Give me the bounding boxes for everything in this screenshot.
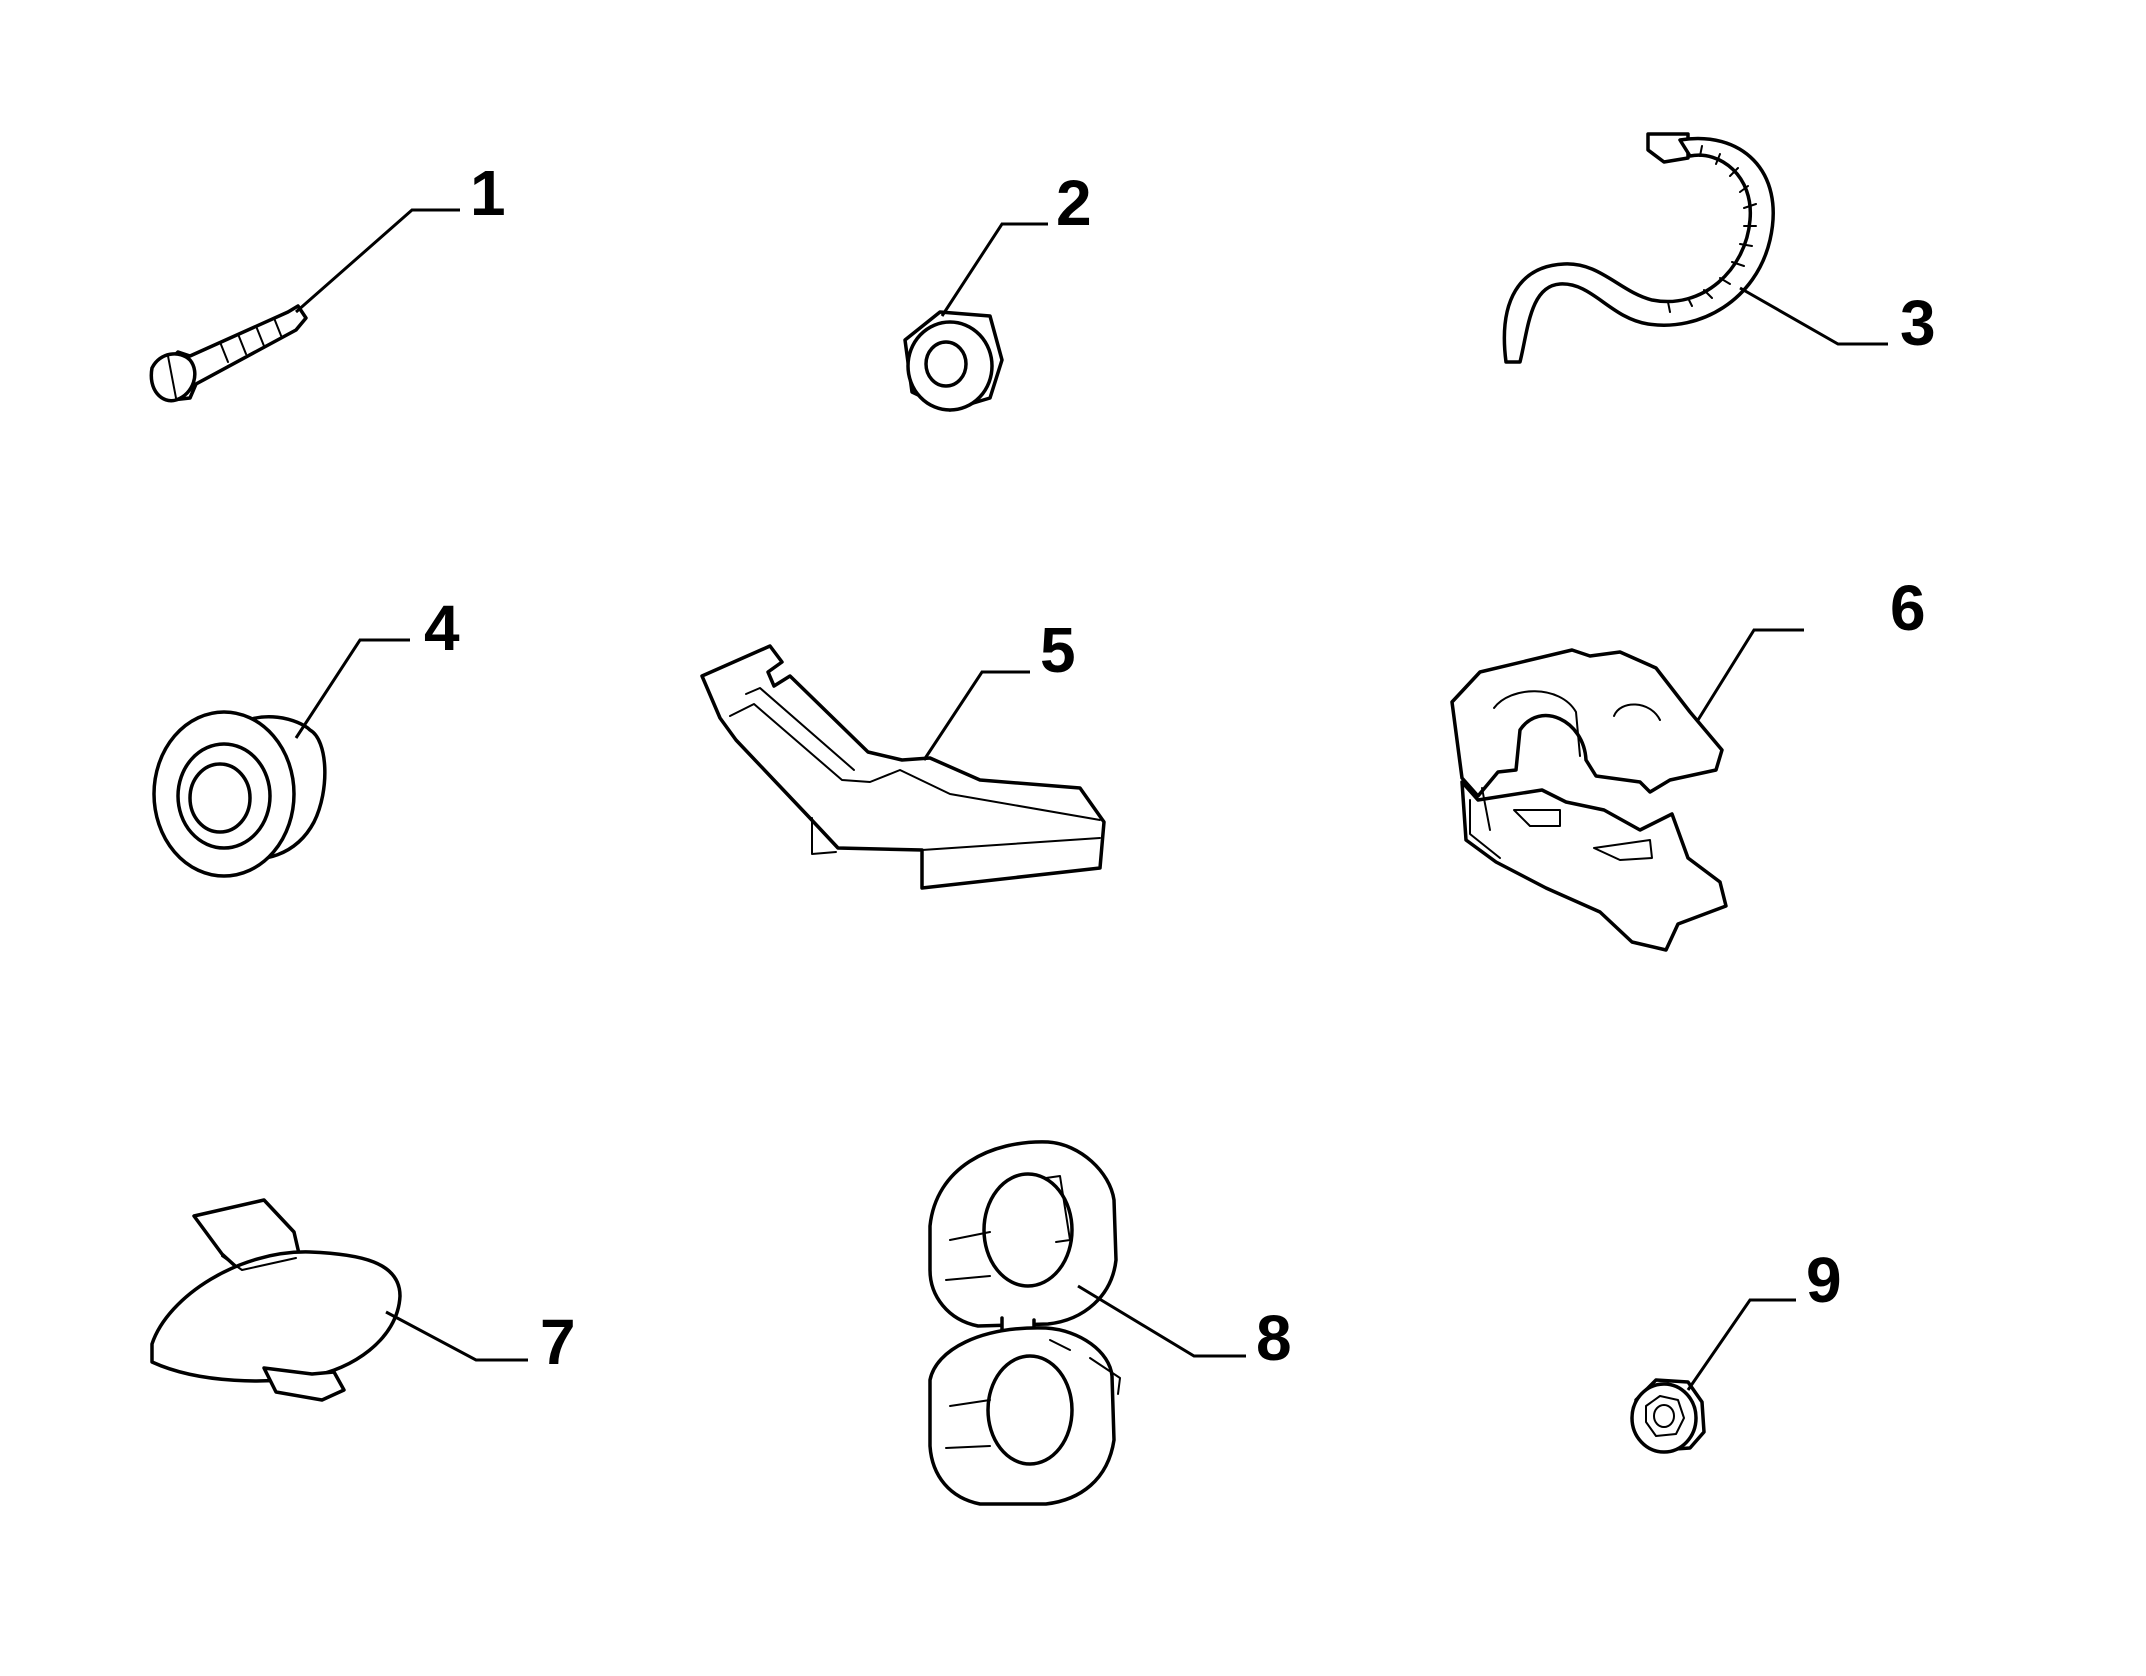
callout-5: 5 (922, 614, 1076, 761)
part-5-bracket[interactable] (700, 644, 1106, 890)
callout-3: 3 (1739, 286, 1936, 359)
callout-6: 6 (1696, 572, 1926, 721)
callout-label-7: 7 (540, 1306, 576, 1378)
part-3-cable-tie[interactable] (1502, 132, 1775, 364)
callout-4: 4 (294, 592, 460, 739)
callout-label-5: 5 (1040, 614, 1076, 686)
callout-2: 2 (940, 167, 1092, 317)
callout-8: 8 (1077, 1284, 1292, 1374)
callout-label-1: 1 (470, 157, 506, 229)
part-1-screw[interactable] (149, 304, 308, 403)
part-8-double-pipe-clip[interactable] (928, 1140, 1121, 1506)
part-7-push-fastener[interactable] (150, 1198, 402, 1402)
part-6-double-clip[interactable] (1450, 648, 1728, 952)
callout-label-9: 9 (1806, 1244, 1842, 1316)
part-4-grommet[interactable] (152, 710, 327, 878)
callout-label-2: 2 (1056, 167, 1092, 239)
part-2-nut[interactable] (903, 310, 1004, 412)
callout-label-6: 6 (1890, 572, 1926, 644)
callout-label-3: 3 (1900, 287, 1936, 359)
callout-1: 1 (295, 157, 506, 314)
callout-label-8: 8 (1256, 1302, 1292, 1374)
callout-9: 9 (1686, 1244, 1842, 1391)
callout-7: 7 (385, 1306, 576, 1378)
part-9-flange-nut[interactable] (1630, 1378, 1706, 1454)
callout-label-4: 4 (424, 592, 460, 664)
